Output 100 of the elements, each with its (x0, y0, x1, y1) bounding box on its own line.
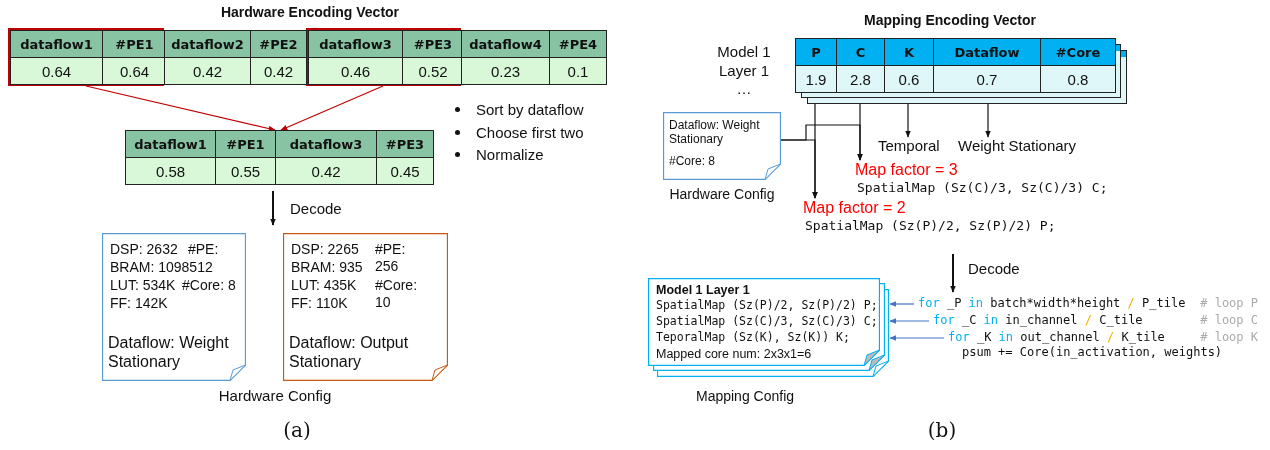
edge-label: Decode (966, 260, 1022, 277)
document-line: TeporalMap (Sz(K), Sz(K)) K; (656, 331, 850, 345)
code-comment: # loop P (1200, 296, 1258, 311)
header-cell: Dataflow (933, 38, 1041, 66)
panel-label: (b) (927, 418, 957, 442)
spec-text: BRAM: 935 (291, 259, 363, 276)
value-cell: 1.9 (795, 65, 837, 93)
code-comment: # loop K (1200, 330, 1258, 345)
header-cell: dataflow3 (275, 130, 377, 158)
arrow (85, 85, 276, 132)
arrow (270, 190, 276, 226)
header-cell: dataflow4 (461, 30, 550, 58)
map-factor-text: Map factor = 2 (803, 198, 906, 218)
spec-text: Dataflow: Weight Stationary (108, 333, 230, 372)
header-cell: #PE4 (549, 30, 607, 58)
header-cell: dataflow1 (10, 30, 103, 58)
arrow (905, 103, 911, 138)
caption-text: Hardware Config (218, 387, 332, 404)
highlighted-table-group (306, 28, 461, 86)
header-cell: #PE3 (402, 30, 464, 58)
value-cell: 0.64 (102, 57, 167, 85)
arrow (889, 301, 915, 307)
stacked-encoding-table (795, 38, 1127, 104)
spec-text: #PE: 256 (375, 241, 407, 275)
spec-text: #Core: 8 (182, 277, 236, 294)
value-cell: 0.6 (884, 65, 934, 93)
config-document (102, 233, 246, 381)
value-cell: 2.8 (836, 65, 885, 93)
header-cell: dataflow3 (308, 30, 403, 58)
header-cell: dataflow1 (125, 130, 216, 158)
arrow (889, 335, 945, 341)
spec-text: BRAM: 1098512 (110, 259, 213, 276)
header-cell: #Core (1040, 38, 1116, 66)
spec-text: #Core: 8 (669, 154, 716, 169)
highlighted-table-group (8, 28, 164, 86)
config-document (663, 112, 781, 180)
bullet-item: Sort by dataflow (455, 101, 584, 118)
code-text: for _K in out_channel / K_tile (948, 330, 1165, 345)
header-cell: #PE3 (376, 130, 434, 158)
section-title: Mapping Encoding Vector (864, 12, 1036, 28)
value-cell: 0.23 (461, 57, 550, 85)
bullet-item: Normalize (455, 146, 544, 163)
value-cell: 0.52 (402, 57, 464, 85)
code-text: SpatialMap (Sz(C)/3, Sz(C)/3) C; (857, 180, 1108, 196)
spec-text: #PE: (188, 241, 219, 258)
arrow (950, 253, 956, 293)
spec-text: FF: 110K (291, 295, 348, 312)
label-text: Weight Stationary (958, 137, 1077, 155)
header-cell: #PE1 (102, 30, 167, 58)
arrow (889, 318, 930, 324)
row-label: … (736, 80, 752, 97)
spec-text: DSP: 2265 (291, 241, 359, 258)
arrow (280, 85, 384, 131)
row-label: Layer 1 (719, 62, 769, 79)
document-heading: Model 1 Layer 1 (656, 283, 750, 298)
spec-text: FF: 142K (110, 295, 168, 312)
encoding-table (125, 130, 433, 185)
section-title: Hardware Encoding Vector (220, 4, 400, 20)
value-cell: 0.55 (215, 157, 276, 185)
edge-label: Decode (288, 200, 344, 217)
value-cell: 0.64 (10, 57, 103, 85)
row-label: Model 1 (717, 43, 771, 60)
value-cell: 0.46 (308, 57, 403, 85)
caption-text: Mapping Config (695, 388, 795, 404)
header-cell: #PE1 (215, 130, 276, 158)
value-cell: 0.58 (125, 157, 216, 185)
value-cell: 0.1 (549, 57, 607, 85)
document-line: SpatialMap (Sz(P)/2, Sz(P)/2) P; (656, 299, 878, 313)
spec-text: LUT: 435K (291, 277, 357, 294)
value-cell: 0.7 (933, 65, 1041, 93)
header-cell: #PE2 (250, 30, 307, 58)
value-cell: 0.8 (1040, 65, 1116, 93)
document-line: Mapped core num: 2x3x1=6 (656, 347, 812, 362)
header-cell: C (836, 38, 885, 66)
header-cell: K (884, 38, 934, 66)
arrow (985, 103, 991, 138)
value-cell: 0.45 (376, 157, 434, 185)
value-cell: 0.42 (250, 57, 307, 85)
spec-text: DSP: 2632 (110, 241, 178, 258)
code-text: for _P in batch*width*height / P_tile (918, 296, 1186, 311)
config-document (283, 233, 448, 381)
document-line: SpatialMap (Sz(C)/3, Sz(C)/3) C; (656, 315, 878, 329)
header-cell: P (795, 38, 837, 66)
spec-text: LUT: 534K (110, 277, 176, 294)
header-cell: dataflow2 (164, 30, 251, 58)
label-text: Temporal (878, 137, 940, 155)
code-comment: # loop C (1200, 313, 1258, 328)
arrow (780, 139, 818, 199)
stacked-config-document (648, 278, 890, 378)
panel-label: (a) (283, 418, 311, 442)
value-cell: 0.42 (164, 57, 251, 85)
spec-text: #Core: 10 (375, 277, 419, 311)
caption-text: Hardware Config (669, 186, 775, 202)
spec-text: Dataflow: Weight Stationary (669, 118, 761, 147)
value-cell: 0.42 (275, 157, 377, 185)
code-text: psum += Core(in_activation, weights) (962, 345, 1223, 359)
code-text: for _C in in_channel / C_tile (933, 313, 1143, 328)
spec-text: Dataflow: Output Stationary (289, 333, 410, 372)
code-text: SpatialMap (Sz(P)/2, Sz(P)/2) P; (805, 218, 1056, 234)
bullet-item: Choose first two (455, 124, 584, 141)
